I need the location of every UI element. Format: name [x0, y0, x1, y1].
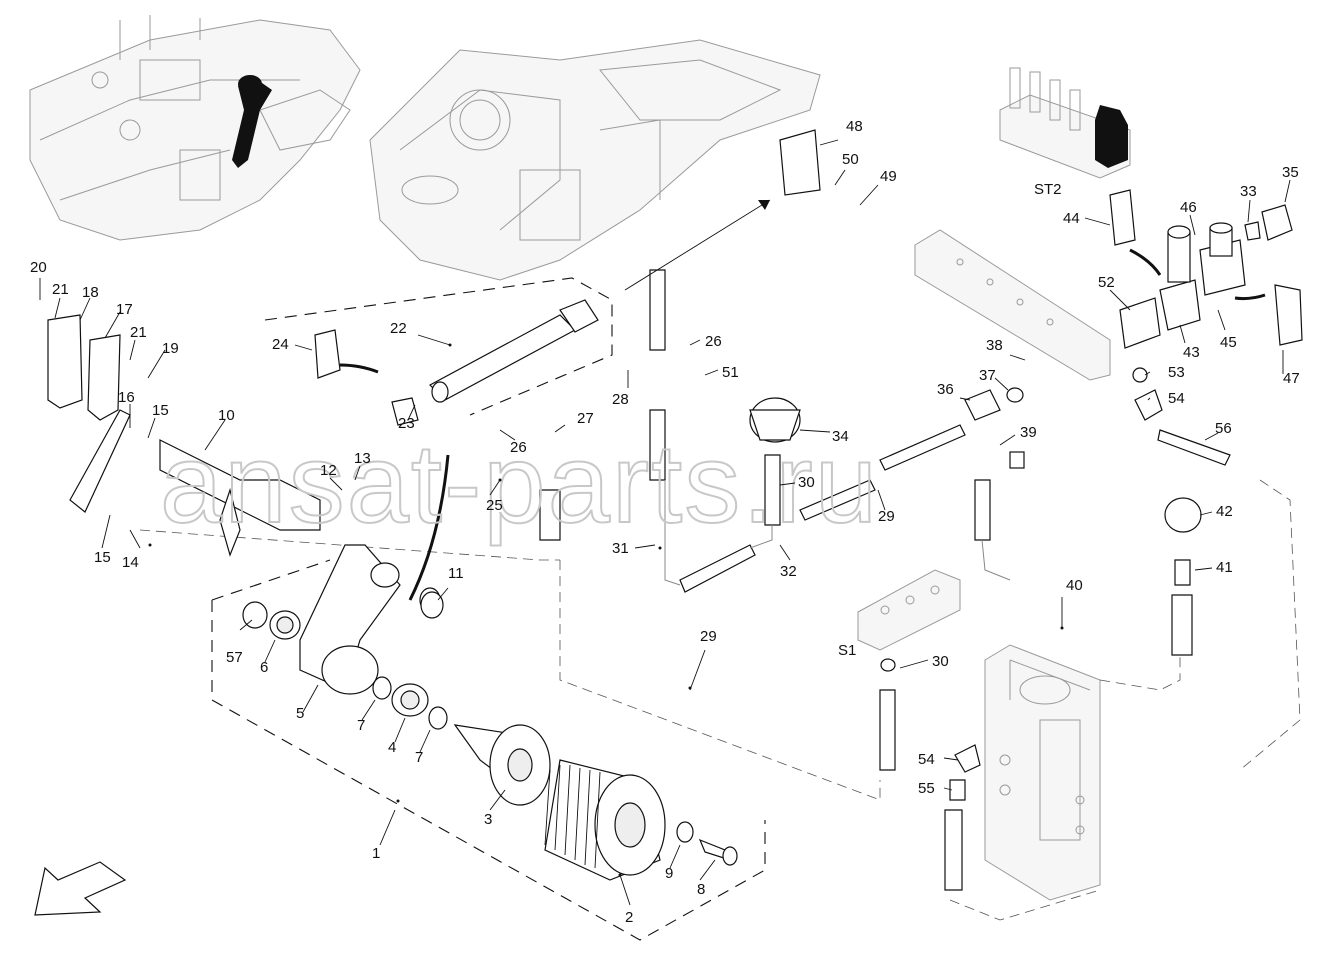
- callout-leaders: [39, 139, 1291, 906]
- frame-illustration: [369, 39, 821, 281]
- callout-32: 32: [780, 563, 797, 580]
- callout-2: 2: [625, 909, 633, 926]
- callout-19: 19: [162, 340, 179, 357]
- callout-42: 42: [1216, 503, 1233, 520]
- callout-38: 38: [986, 337, 1003, 354]
- callout-30b: 30: [932, 653, 949, 670]
- callout-numbers: 1 2 3 4 5 6 7 7 8 9 10 11 12 13 14 15 15…: [30, 118, 1300, 926]
- callout-8: 8: [697, 881, 705, 898]
- valve-block-s1: [857, 569, 961, 651]
- callout-7b: 7: [415, 749, 423, 766]
- callout-44: 44: [1063, 210, 1080, 227]
- callout-34: 34: [832, 428, 849, 445]
- callout-10: 10: [218, 407, 235, 424]
- callout-11: 11: [448, 565, 464, 582]
- callout-48: 48: [846, 118, 863, 135]
- callout-15b: 15: [152, 402, 169, 419]
- callout-9: 9: [665, 865, 673, 882]
- callout-31: 31: [612, 540, 629, 557]
- callout-49: 49: [880, 168, 897, 185]
- hydraulic-block-40: [984, 644, 1101, 901]
- callout-46: 46: [1180, 199, 1197, 216]
- callout-54a: 54: [1168, 390, 1185, 407]
- callout-14: 14: [122, 554, 139, 571]
- callout-28: 28: [612, 391, 629, 408]
- valve-cluster: [314, 129, 1303, 379]
- callout-18: 18: [82, 284, 99, 301]
- callout-5: 5: [296, 705, 304, 722]
- label-s1: S1: [838, 642, 856, 659]
- cylinder-22: [391, 299, 599, 426]
- callout-40: 40: [1066, 577, 1083, 594]
- callout-12: 12: [320, 462, 337, 479]
- callout-29a: 29: [700, 628, 717, 645]
- callout-47: 47: [1283, 370, 1300, 387]
- manifold-block: [914, 229, 1111, 381]
- callout-21b: 21: [130, 324, 147, 341]
- hydraulic-lines: [408, 199, 1231, 891]
- callout-50: 50: [842, 151, 859, 168]
- callout-7a: 7: [357, 717, 365, 734]
- callout-6: 6: [260, 659, 268, 676]
- callout-26a: 26: [510, 439, 527, 456]
- direction-arrow-icon: [34, 861, 127, 916]
- callout-41: 41: [1216, 559, 1233, 576]
- valve-bank-st2: [999, 67, 1131, 179]
- callout-39: 39: [1020, 424, 1037, 441]
- callout-20: 20: [30, 259, 47, 276]
- callout-43: 43: [1183, 344, 1200, 361]
- callout-21a: 21: [52, 281, 69, 298]
- callout-30a: 30: [798, 474, 815, 491]
- leader-dots: [148, 343, 1064, 877]
- callout-26b: 26: [705, 333, 722, 350]
- callout-57: 57: [226, 649, 243, 666]
- callout-52: 52: [1098, 274, 1115, 291]
- callout-54b: 54: [918, 751, 935, 768]
- callout-16: 16: [118, 389, 135, 406]
- callout-23: 23: [398, 415, 415, 432]
- label-st2: ST2: [1034, 181, 1062, 198]
- callout-56: 56: [1215, 420, 1232, 437]
- callout-13: 13: [354, 450, 371, 467]
- callout-55: 55: [918, 780, 935, 797]
- watermark: ansat-parts.ru: [160, 421, 879, 546]
- callout-25: 25: [486, 497, 503, 514]
- callout-37: 37: [979, 367, 996, 384]
- callout-3: 3: [484, 811, 492, 828]
- callout-27: 27: [577, 410, 594, 427]
- callout-24: 24: [272, 336, 289, 353]
- callout-45: 45: [1220, 334, 1237, 351]
- callout-4: 4: [388, 739, 396, 756]
- callout-35: 35: [1282, 164, 1299, 181]
- callout-22: 22: [390, 320, 407, 337]
- callout-29b: 29: [878, 508, 895, 525]
- callout-51: 51: [722, 364, 739, 381]
- callout-15a: 15: [94, 549, 111, 566]
- callout-17: 17: [116, 301, 133, 318]
- callout-53: 53: [1168, 364, 1185, 381]
- callout-1: 1: [372, 845, 380, 862]
- callout-33: 33: [1240, 183, 1257, 200]
- callout-36: 36: [937, 381, 954, 398]
- assembly-outlines: [139, 277, 1301, 941]
- machine-overview-illustration: [29, 15, 361, 241]
- lever-assembly: [47, 314, 738, 881]
